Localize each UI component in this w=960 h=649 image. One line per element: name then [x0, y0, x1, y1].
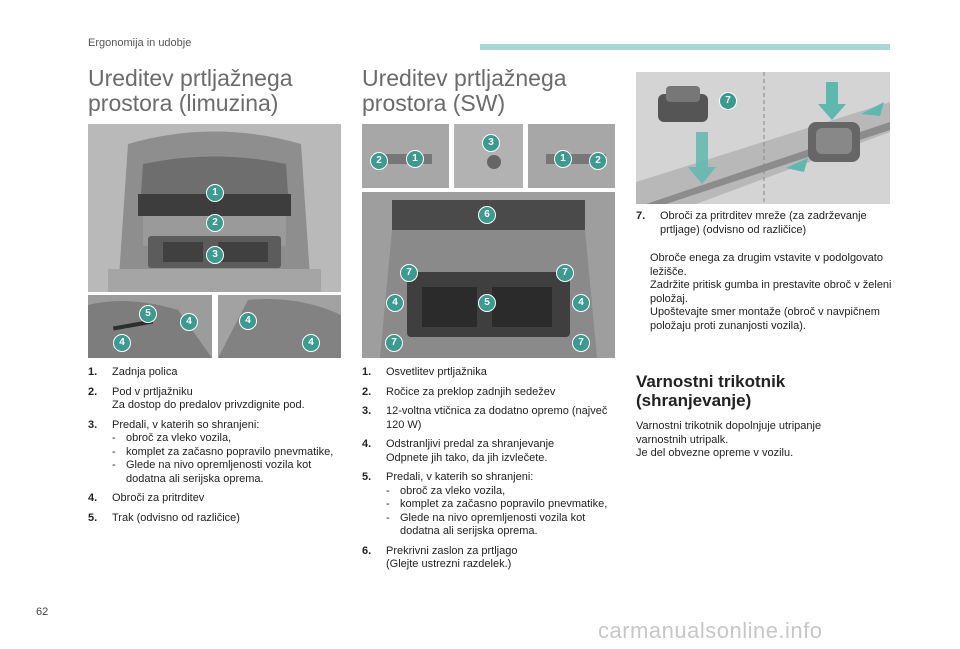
bullet-list: Obroče enega za drugim vstavite v podolg…: [636, 252, 894, 333]
list-item: 3. Predali, v katerih so shranjeni: obro…: [88, 419, 343, 487]
list-item: 7. Obroči za pritrditev mreže (za zadrže…: [636, 210, 867, 236]
photo-limuzina-side-right: [218, 295, 341, 358]
badge: 7: [572, 334, 590, 352]
badge: 5: [478, 294, 496, 312]
list-limuzina: 1. Zadnja polica 2. Pod v prtljažniku Za…: [88, 366, 343, 531]
list-item: 5. Trak (odvisno od različice): [88, 511, 240, 524]
list-item: 4. Odstranljivi predal za shranjevanje O…: [362, 438, 555, 464]
photo-limuzina-trunk: [88, 124, 341, 292]
title-limuzina: Ureditev prtljažnega prostora (limuzina): [88, 65, 293, 116]
header-accent-bar: [480, 44, 890, 50]
badge: 4: [113, 334, 131, 352]
list-item: 2. Ročice za preklop zadnjih sedežev: [362, 385, 556, 398]
list-sw: 1. Osvetlitev prtljažnika 2. Ročice za p…: [362, 366, 622, 578]
list-item: 2. Pod v prtljažniku Za dostop do predal…: [88, 385, 305, 412]
badge: 4: [180, 313, 198, 331]
badge: 7: [400, 264, 418, 282]
badge: 6: [478, 206, 496, 224]
list-item: 6. Prekrivni zaslon za prtljago (Glejte …: [362, 544, 518, 571]
page-number: 62: [36, 606, 49, 618]
badge: 1: [554, 150, 572, 168]
triangle-paragraph: Varnostni trikotnik dopolnjuje utripanje…: [636, 420, 822, 459]
item-7: 7. Obroči za pritrditev mreže (za zadrže…: [636, 210, 894, 243]
badge: 4: [572, 294, 590, 312]
badge: 2: [370, 152, 388, 170]
list-item: 1. Zadnja polica: [88, 366, 178, 378]
list-item: 1. Osvetlitev prtljažnika: [362, 366, 487, 378]
bullet-item: Upoštevajte smer montaže (obroč v navpič…: [650, 306, 880, 332]
badge: 5: [139, 305, 157, 323]
bullet-item: Obroče enega za drugim vstavite v podolg…: [650, 252, 883, 278]
badge: 7: [719, 92, 737, 110]
badge: 2: [206, 214, 224, 232]
badge: 7: [556, 264, 574, 282]
badge: 1: [406, 150, 424, 168]
badge: 2: [589, 152, 607, 170]
title-sw: Ureditev prtljažnega prostora (SW): [362, 65, 567, 116]
watermark: carmanualsonline.info: [598, 618, 823, 643]
badge: 3: [482, 134, 500, 152]
section-header: Ergonomija in udobje: [88, 37, 192, 49]
badge: 7: [385, 334, 403, 352]
section-title-triangle: Varnostni trikotnik (shranjevanje): [636, 372, 786, 410]
list-item: 4. Obroči za pritrditev: [88, 492, 205, 504]
badge: 4: [302, 334, 320, 352]
list-item: 5. Predali, v katerih so shranjeni: obro…: [362, 471, 622, 539]
badge: 1: [206, 184, 224, 202]
list-item: 3. 12-voltna vtičnica za dodatno opremo …: [362, 405, 608, 431]
bullet-item: Zadržite pritisk gumba in prestavite obr…: [650, 279, 892, 305]
badge: 4: [239, 312, 257, 330]
badge: 4: [386, 294, 404, 312]
illustration-net-rings: [636, 72, 890, 204]
badge: 3: [206, 246, 224, 264]
